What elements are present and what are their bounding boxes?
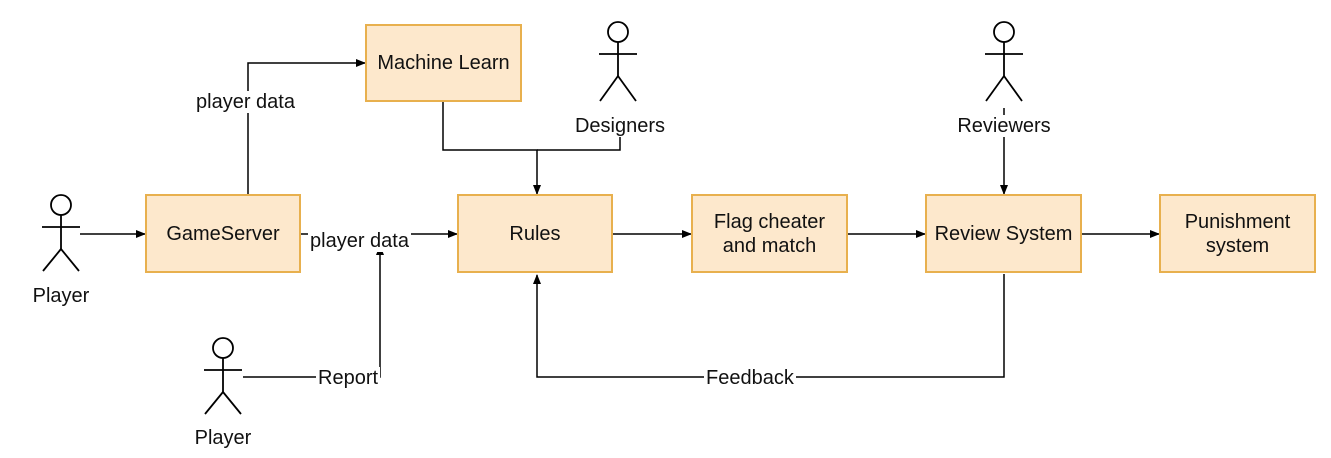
reviewers-label: Reviewers: [955, 115, 1053, 137]
player-left-actor-icon: [42, 194, 80, 272]
designers-label: Designers: [572, 115, 668, 137]
edge-feedback-to-rules: [533, 274, 1005, 378]
edge-label-report: Report: [316, 367, 381, 389]
flag-cheater-node: Flag cheater and match: [691, 194, 848, 273]
edge-label-player-data-mid: player data: [308, 230, 411, 252]
edge-label-feedback: Feedback: [704, 367, 796, 389]
review-system-node: Review System: [925, 194, 1082, 273]
edge-machine-learn-to-rules: [442, 102, 541, 195]
player-left-label: Player: [32, 285, 90, 307]
gameserver-node: GameServer: [145, 194, 301, 273]
punishment-system-node: Punishment system: [1159, 194, 1316, 273]
rules-node: Rules: [457, 194, 613, 273]
player-bottom-actor-icon: [204, 337, 242, 415]
player-bottom-label: Player: [194, 427, 252, 449]
edge-gameserver-to-machine-learn: [247, 59, 366, 194]
reviewers-actor-icon: [985, 21, 1023, 102]
designers-actor-icon: [599, 21, 637, 102]
edge-label-player-data-up: player data: [194, 91, 297, 113]
machine-learn-node: Machine Learn: [365, 24, 522, 102]
